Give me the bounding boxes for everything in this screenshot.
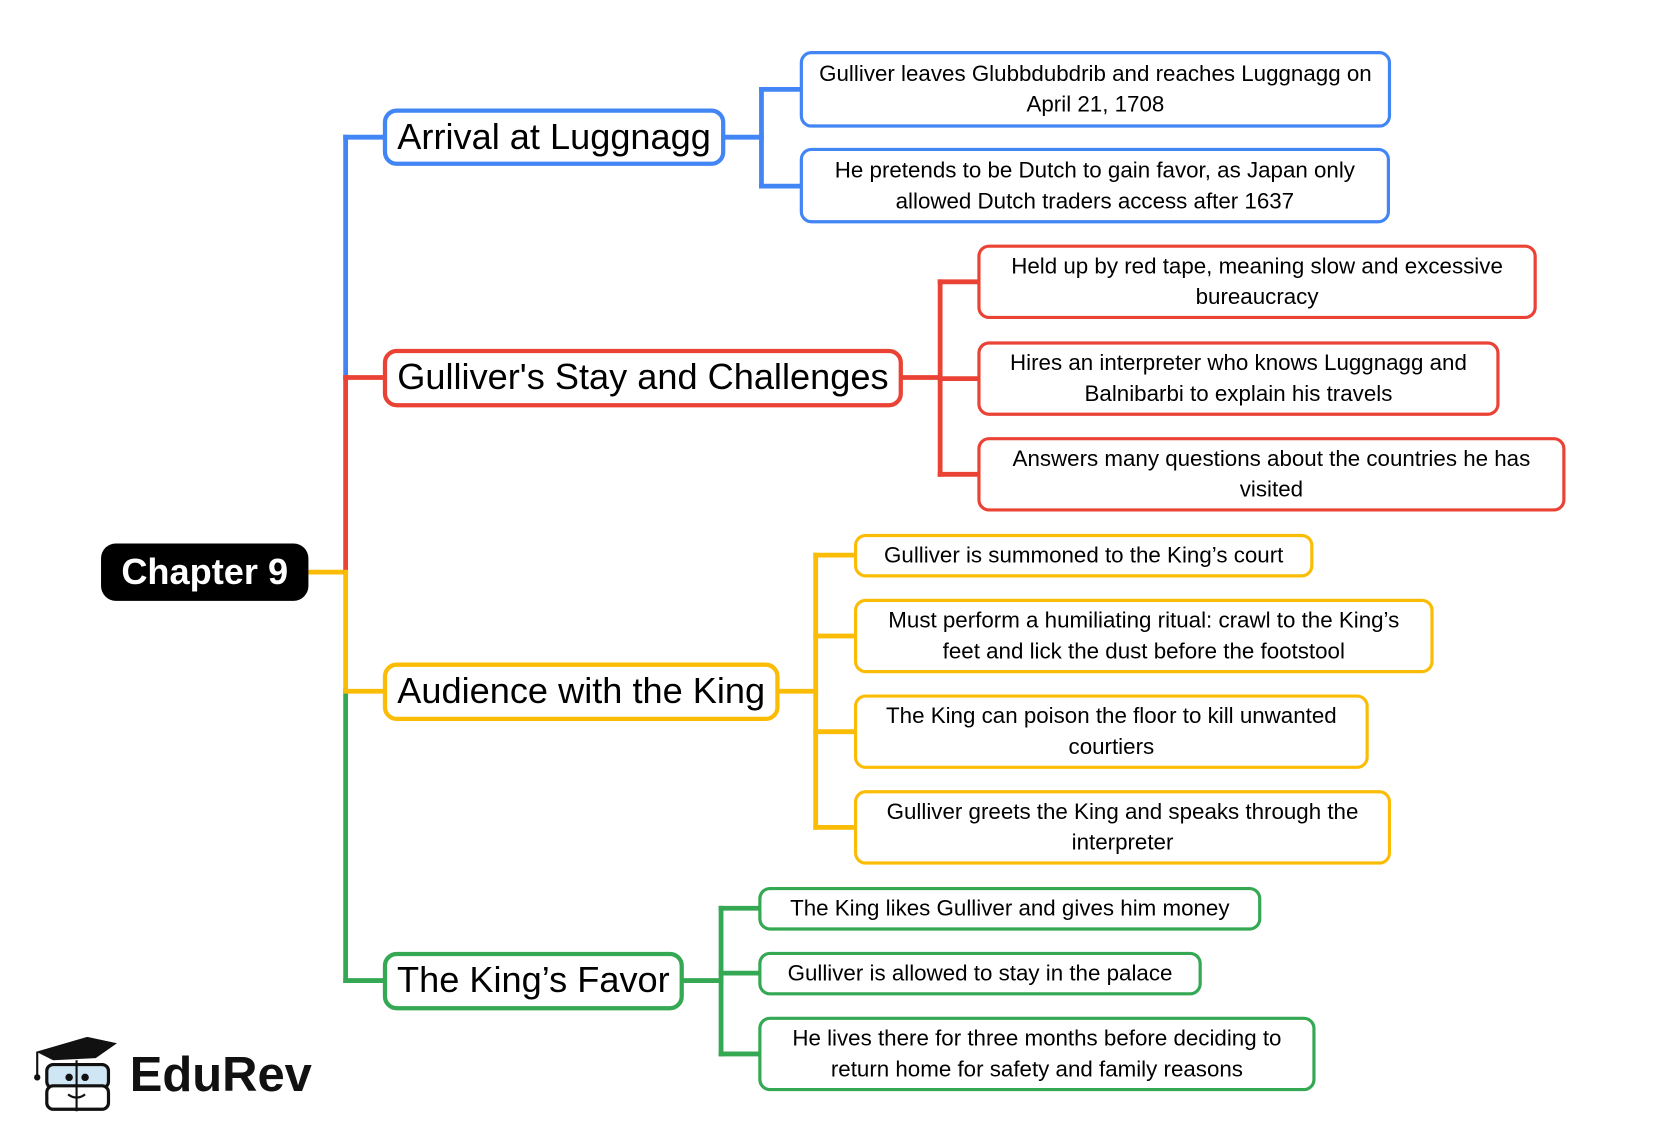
graduation-cap-mascot-icon <box>34 1036 117 1112</box>
leaf-node: Answers many questions about the countri… <box>977 437 1566 512</box>
leaf-node: The King likes Gulliver and gives him mo… <box>758 886 1262 931</box>
branch-favor: The King’s Favor <box>382 951 684 1011</box>
root-node: Chapter 9 <box>101 543 309 601</box>
leaf-node: The King can poison the floor to kill un… <box>853 694 1369 769</box>
leaf-node: Held up by red tape, meaning slow and ex… <box>977 244 1537 320</box>
leaf-node: Hires an interpreter who knows Luggnagg … <box>977 341 1500 416</box>
branch-arrival: Arrival at Luggnagg <box>382 108 726 166</box>
leaf-node: He pretends to be Dutch to gain favor, a… <box>799 147 1390 224</box>
leaf-node: Gulliver greets the King and speaks thro… <box>853 790 1392 865</box>
branch-audience: Audience with the King <box>382 662 780 722</box>
branch-stay: Gulliver's Stay and Challenges <box>382 348 903 408</box>
leaf-node: Gulliver is allowed to stay in the palac… <box>758 951 1202 996</box>
leaf-node: Gulliver is summoned to the King’s court <box>853 533 1314 578</box>
leaf-node: He lives there for three months before d… <box>758 1016 1316 1092</box>
leaf-node: Gulliver leaves Glubbdubdrib and reaches… <box>799 51 1392 128</box>
edurev-logo: EduRev <box>32 1036 312 1112</box>
leaf-node: Must perform a humiliating ritual: crawl… <box>853 598 1434 674</box>
logo-text: EduRev <box>129 1046 312 1102</box>
